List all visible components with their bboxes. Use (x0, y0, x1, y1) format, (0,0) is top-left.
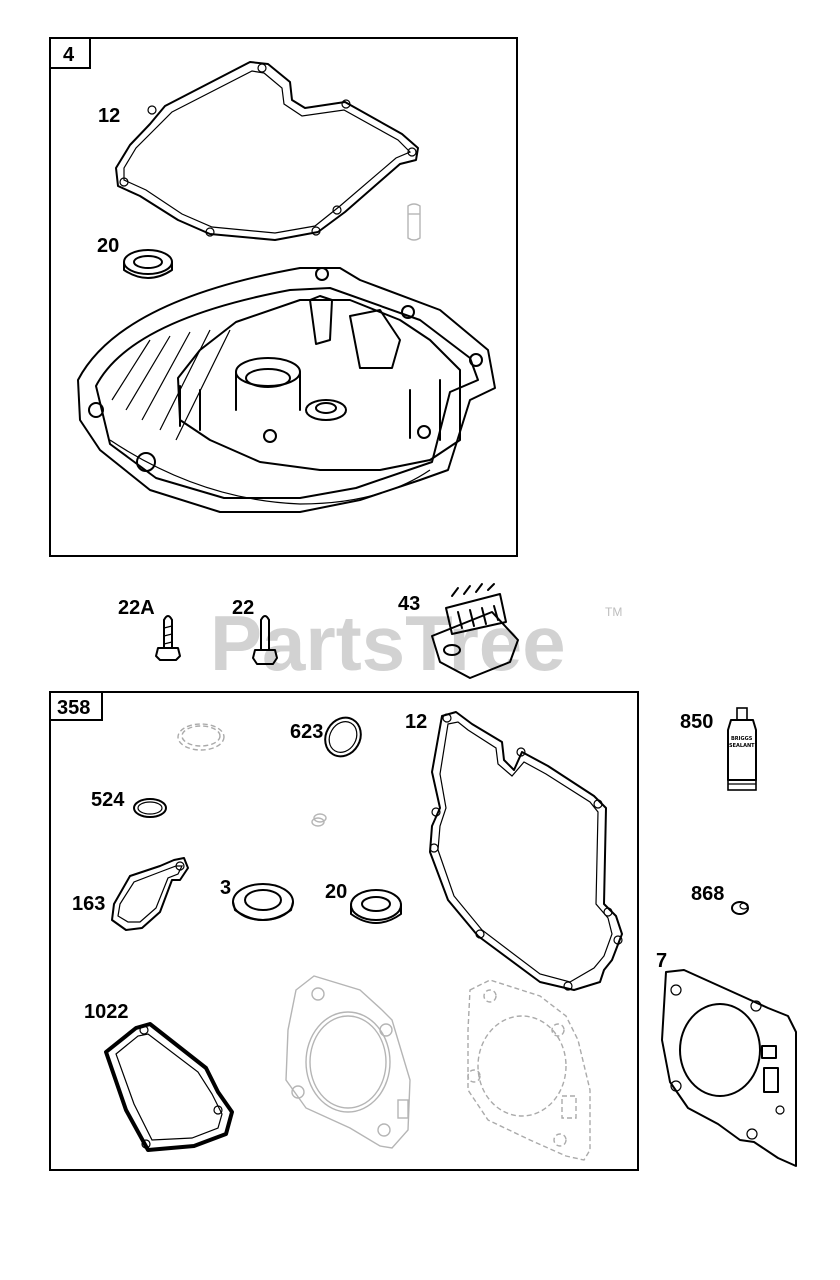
kit-358-label-box (49, 691, 103, 721)
gasket-1022-part[interactable] (104, 1022, 234, 1152)
small-spring-part[interactable] (311, 813, 327, 827)
callout-623[interactable]: 623 (290, 721, 323, 743)
seal-3-part[interactable] (232, 883, 294, 921)
sealant-tube-part[interactable]: BRIGGS SEALANT (727, 707, 757, 791)
oring-524-part[interactable] (133, 798, 167, 818)
callout-22a[interactable]: 22A (118, 597, 155, 619)
kit-4-box (49, 37, 518, 557)
callout-868[interactable]: 868 (691, 883, 724, 905)
gasket-163-part[interactable] (111, 857, 189, 931)
oil-seal-part-top[interactable] (123, 249, 173, 279)
callout-163[interactable]: 163 (72, 893, 105, 915)
callout-20-top[interactable]: 20 (97, 235, 119, 257)
kit-358-label[interactable]: 358 (57, 697, 90, 719)
callout-524[interactable]: 524 (91, 789, 125, 811)
callout-3[interactable]: 3 (220, 877, 231, 899)
governor-assembly-part[interactable] (431, 583, 519, 679)
crankcase-gasket-part[interactable] (115, 61, 419, 241)
kit-4-label[interactable]: 4 (63, 44, 75, 66)
watermark-trademark: TM (605, 605, 622, 619)
ghost-head-gasket-2[interactable] (467, 979, 591, 1161)
kit-358-box (49, 691, 639, 1171)
callout-12-kit[interactable]: 12 (405, 711, 427, 733)
plug-868-part[interactable] (731, 901, 749, 915)
callout-850[interactable]: 850 (680, 711, 713, 733)
kit-4-label-box (49, 37, 91, 69)
screw-22a-part[interactable] (155, 615, 181, 661)
ghost-head-gasket-1[interactable] (285, 975, 411, 1149)
ghost-oring-part[interactable] (177, 723, 225, 751)
screw-22-part[interactable] (252, 615, 278, 665)
callout-22[interactable]: 22 (232, 597, 254, 619)
crankcase-gasket-kit-part[interactable] (429, 711, 623, 991)
sealant-tube-line2: SEALANT (729, 743, 755, 749)
oring-623-part[interactable] (318, 711, 367, 763)
dowel-pin-part[interactable] (407, 203, 421, 241)
gasket-7-part[interactable] (661, 969, 797, 1167)
callout-43[interactable]: 43 (398, 593, 420, 615)
callout-12-top[interactable]: 12 (98, 105, 120, 127)
callout-1022[interactable]: 1022 (84, 1001, 129, 1023)
sealant-tube-line1: BRIGGS (731, 736, 753, 742)
callout-7[interactable]: 7 (656, 950, 667, 972)
crankcase-cover-part[interactable] (77, 267, 496, 513)
watermark: PartsTree (210, 599, 566, 687)
oil-seal-kit-part[interactable] (350, 889, 402, 924)
callout-20-kit[interactable]: 20 (325, 881, 347, 903)
